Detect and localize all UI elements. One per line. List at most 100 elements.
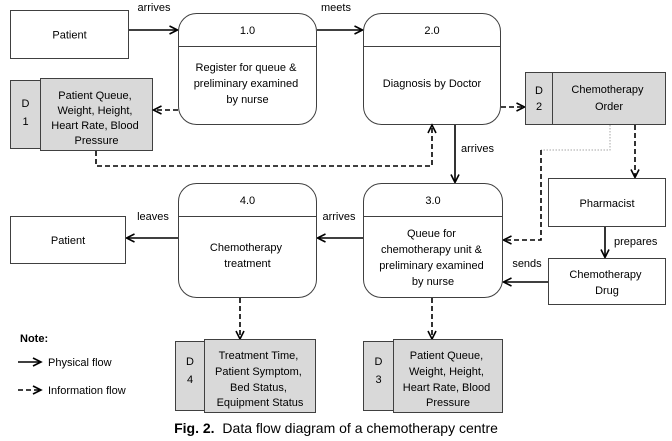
chemotherapy-drug-line: Chemotherapy	[569, 269, 642, 281]
d2-number: 2	[536, 101, 542, 113]
flow-registration-to-diagnosis: meets	[317, 2, 365, 35]
data-store-d1: D 1 Patient Queue, Weight, Height, Heart…	[10, 78, 153, 151]
d1-number: 1	[22, 116, 28, 128]
figure-caption-label: Fig. 2.	[174, 420, 214, 436]
process-3-description: Queue for chemotherapy unit & preliminar…	[379, 228, 487, 288]
process-1-registration: 1.0 Register for queue & preliminary exa…	[178, 13, 317, 125]
data-store-d2: D 2 Chemotherapy Order	[525, 72, 666, 125]
entity-patient-arrival: Patient	[10, 10, 129, 59]
d1-line: Patient Queue,	[58, 90, 131, 102]
d2-letter: D	[535, 85, 543, 97]
process-3-queue: 3.0 Queue for chemotherapy unit & prelim…	[363, 183, 503, 298]
process-1-line: preliminary examined	[194, 78, 299, 90]
process-4-id: 4.0	[240, 195, 255, 207]
pharmacist-box	[548, 178, 666, 227]
flow-treatment-to-patient: leaves	[124, 211, 178, 243]
process-3-line: Queue for	[407, 228, 456, 240]
process-4-treatment: 4.0 Chemotherapy treatment	[178, 183, 317, 298]
d4-line: Treatment Time,	[219, 350, 299, 362]
process-2-description: Diagnosis by Doctor	[383, 78, 482, 90]
d3-line: Heart Rate, Blood	[403, 382, 490, 394]
d4-line: Equipment Status	[217, 397, 304, 409]
process-3-line: preliminary examined	[379, 260, 484, 272]
flow-patient-to-registration: arrives	[129, 2, 180, 35]
d3-letter: D	[375, 356, 383, 368]
legend-title: Note:	[20, 333, 48, 345]
flow-label-arrives: arrives	[322, 211, 356, 223]
reference-link-d2	[541, 125, 611, 151]
process-1-box	[178, 13, 317, 125]
patient-departure-box	[10, 216, 126, 264]
d4-content-compartment	[204, 339, 316, 413]
process-1-description: Register for queue & preliminary examine…	[194, 62, 302, 106]
process-2-line: Diagnosis by Doctor	[383, 78, 482, 90]
legend: Note: Physical flow Information flow	[18, 333, 126, 397]
legend-physical-flow-label: Physical flow	[48, 357, 112, 369]
d1-line: Pressure	[74, 135, 118, 147]
d4-contents: Treatment Time, Patient Symptom, Bed Sta…	[215, 350, 305, 409]
entity-chemotherapy-drug: Chemotherapy Drug	[548, 258, 666, 305]
data-store-d3: D 3 Patient Queue, Weight, Height, Heart…	[363, 339, 503, 413]
d3-line: Pressure	[426, 397, 470, 409]
process-3-line: chemotherapy unit &	[381, 244, 483, 256]
flow-label-arrives: arrives	[137, 2, 171, 14]
patient-arrival-label: Patient	[52, 30, 86, 42]
chemotherapy-drug-line: Drug	[595, 285, 619, 297]
d2-line: Order	[595, 101, 623, 113]
flow-queue-to-treatment: arrives	[315, 211, 363, 243]
pharmacist-label: Pharmacist	[579, 198, 634, 210]
patient-departure-label: Patient	[51, 235, 85, 247]
process-1-id: 1.0	[240, 25, 255, 37]
flow-pharmacist-to-drug: prepares	[600, 227, 658, 260]
chemotherapy-drug-box	[548, 258, 666, 305]
figure-caption: Fig. 2. Data flow diagram of a chemother…	[174, 420, 498, 436]
entity-pharmacist: Pharmacist	[548, 178, 666, 227]
d4-line: Bed Status,	[230, 382, 287, 394]
d2-content-compartment	[552, 72, 666, 125]
d3-line: Weight, Height,	[409, 366, 484, 378]
figure-caption-text: Data flow diagram of a chemotherapy cent…	[222, 420, 498, 436]
d4-line: Patient Symptom,	[215, 366, 302, 378]
flow-label-meets: meets	[321, 2, 351, 14]
process-1-line: by nurse	[226, 94, 268, 106]
flow-label-sends: sends	[512, 258, 542, 270]
d1-id-compartment	[10, 80, 41, 149]
d4-id-compartment	[175, 341, 205, 411]
d2-contents: Chemotherapy Order	[571, 84, 646, 113]
d1-line: Weight, Height,	[57, 105, 132, 117]
flow-drug-to-queue: sends	[501, 258, 548, 287]
legend-information-flow-label: Information flow	[48, 385, 126, 397]
process-3-line: by nurse	[412, 276, 454, 288]
process-4-line: treatment	[224, 258, 270, 270]
d1-letter: D	[22, 98, 30, 110]
d1-contents: Patient Queue, Weight, Height, Heart Rat…	[51, 90, 142, 147]
data-store-d4: D 4 Treatment Time, Patient Symptom, Bed…	[175, 339, 316, 413]
info-flow-d1-to-diagnosis	[95, 123, 437, 167]
entity-patient-departure: Patient	[10, 216, 126, 264]
d3-number: 3	[375, 374, 381, 386]
flow-label-leaves: leaves	[137, 211, 169, 223]
d3-content-compartment	[393, 339, 503, 413]
d4-number: 4	[187, 374, 193, 386]
process-2-id: 2.0	[424, 25, 439, 37]
process-3-box	[363, 183, 503, 298]
chemotherapy-drug-label: Chemotherapy Drug	[569, 269, 644, 297]
patient-arrival-box	[10, 10, 129, 59]
process-4-box	[178, 183, 317, 298]
d2-id-compartment	[525, 72, 553, 125]
info-flow-d2-to-queue	[501, 150, 542, 245]
d4-letter: D	[186, 356, 194, 368]
process-4-description: Chemotherapy treatment	[210, 242, 285, 270]
process-3-id: 3.0	[425, 195, 440, 207]
d3-contents: Patient Queue, Weight, Height, Heart Rat…	[403, 350, 494, 409]
flow-diagnosis-to-queue: arrives	[450, 125, 495, 185]
process-1-line: Register for queue &	[196, 62, 298, 74]
flow-label-prepares: prepares	[614, 236, 658, 248]
d3-line: Patient Queue,	[410, 350, 483, 362]
process-4-line: Chemotherapy	[210, 242, 283, 254]
d3-id-compartment	[363, 341, 394, 411]
d2-line: Chemotherapy	[571, 84, 644, 96]
d1-line: Heart Rate, Blood	[51, 120, 138, 132]
flow-label-arrives: arrives	[461, 143, 495, 155]
